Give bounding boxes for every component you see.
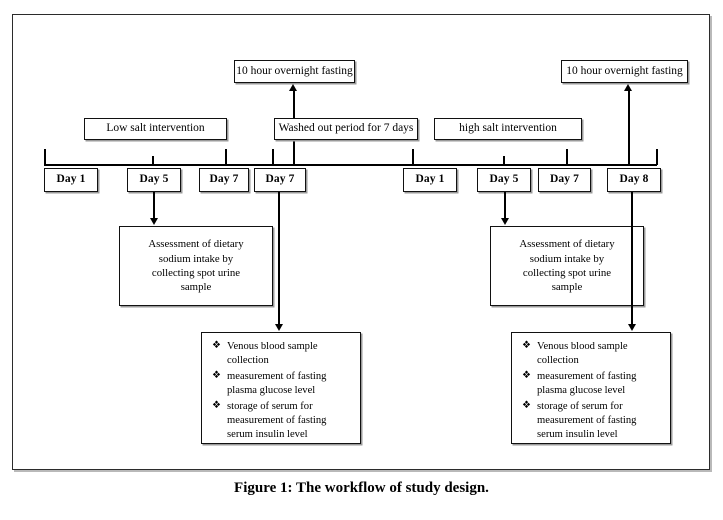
timeline-tick-right-day7 — [566, 149, 568, 165]
day-box-left-3: Day 7 — [199, 168, 249, 192]
assessment-left-line3: collecting spot urine — [151, 267, 241, 279]
connector-day8-to-blood-right — [631, 192, 633, 325]
phase-label-washout: Washed out period for 7 days — [278, 122, 414, 135]
blood-sample-left-item-3: storage of serum for measurement of fast… — [227, 400, 327, 441]
assessment-right-line3: collecting spot urine — [522, 267, 612, 279]
list-item: ❖ measurement of fasting plasma glucose … — [522, 370, 662, 399]
fasting-box-right: 10 hour overnight fasting — [561, 60, 688, 83]
fasting-box-left-label: 10 hour overnight fasting — [236, 64, 353, 77]
day-box-left-1: Day 1 — [44, 168, 98, 192]
arrow-up-fasting-left — [289, 84, 297, 91]
bullet-diamond-icon: ❖ — [212, 369, 221, 381]
arrow-up-fasting-right — [624, 84, 632, 91]
day-box-left-2-label: Day 5 — [139, 173, 169, 186]
day-box-right-3-label: Day 7 — [550, 173, 579, 186]
timeline-tick-left-day7b — [272, 149, 274, 165]
blood-sample-box-right: ❖ Venous blood sample collection ❖ measu… — [511, 332, 671, 444]
blood-sample-left-item-1: Venous blood sample collection — [227, 341, 318, 367]
assessment-box-right: Assessment of dietary sodium intake by c… — [490, 226, 644, 306]
list-item: ❖ storage of serum for measurement of fa… — [522, 400, 662, 443]
list-item: ❖ measurement of fasting plasma glucose … — [212, 370, 352, 399]
connector-day7-to-blood-left — [278, 192, 280, 325]
blood-sample-left-item-2: measurement of fasting plasma glucose le… — [227, 370, 327, 397]
day-box-right-1-label: Day 1 — [415, 173, 445, 186]
assessment-box-left: Assessment of dietary sodium intake by c… — [119, 226, 273, 306]
timeline-tick-right-day8 — [656, 149, 658, 165]
bullet-diamond-icon: ❖ — [212, 399, 221, 411]
day-box-right-2: Day 5 — [477, 168, 531, 192]
day-box-right-4-label: Day 8 — [619, 173, 649, 186]
timeline-tick-left-day5 — [152, 156, 154, 165]
phase-label-low-salt: Low salt intervention — [106, 122, 205, 135]
connector-day5-to-assessment-left — [153, 192, 155, 219]
day-box-left-1-label: Day 1 — [56, 173, 86, 186]
day-box-left-2: Day 5 — [127, 168, 181, 192]
blood-sample-right-list: ❖ Venous blood sample collection ❖ measu… — [522, 340, 662, 443]
list-item: ❖ storage of serum for measurement of fa… — [212, 400, 352, 443]
blood-sample-right-item-3: storage of serum for measurement of fast… — [537, 400, 637, 441]
day-box-right-2-label: Day 5 — [489, 173, 519, 186]
day-box-right-4: Day 8 — [607, 168, 661, 192]
phase-label-high-salt: high salt intervention — [459, 122, 557, 135]
phase-box-washout: Washed out period for 7 days — [274, 118, 418, 140]
day-box-right-3: Day 7 — [538, 168, 591, 192]
timeline-tick-right-day5 — [503, 156, 505, 165]
blood-sample-right-item-2: measurement of fasting plasma glucose le… — [537, 370, 637, 397]
bullet-diamond-icon: ❖ — [212, 340, 221, 351]
timeline-tick-left-day1 — [44, 149, 46, 165]
timeline-axis — [44, 164, 657, 166]
assessment-right-line1: Assessment of dietary — [519, 238, 615, 251]
day-box-left-3-label: Day 7 — [209, 173, 239, 186]
connector-day8-to-fasting-right — [628, 90, 630, 165]
bullet-diamond-icon: ❖ — [522, 369, 531, 381]
day-box-right-1: Day 1 — [403, 168, 457, 192]
blood-sample-right-item-1: Venous blood sample collection — [537, 341, 628, 367]
timeline-tick-right-day1 — [412, 149, 414, 165]
arrow-down-assessment-left — [150, 218, 158, 225]
bullet-diamond-icon: ❖ — [522, 340, 531, 351]
fasting-box-right-label: 10 hour overnight fasting — [566, 64, 683, 77]
assessment-box-left-text: Assessment of dietary sodium intake by c… — [148, 237, 243, 295]
bullet-diamond-icon: ❖ — [522, 399, 531, 411]
figure-caption: Figure 1: The workflow of study design. — [234, 480, 489, 496]
arrow-down-blood-left — [275, 324, 283, 331]
arrow-down-assessment-right — [501, 218, 509, 225]
figure-frame: 10 hour overnight fasting Low salt inter… — [12, 14, 710, 470]
blood-sample-box-left: ❖ Venous blood sample collection ❖ measu… — [201, 332, 361, 444]
day-box-left-4: Day 7 — [254, 168, 306, 192]
phase-box-high-salt: high salt intervention — [434, 118, 582, 140]
list-item: ❖ Venous blood sample collection — [522, 340, 662, 369]
assessment-left-line1: Assessment of dietary — [148, 238, 244, 251]
day-box-left-4-label: Day 7 — [265, 173, 295, 186]
assessment-box-right-text: Assessment of dietary sodium intake by c… — [519, 237, 614, 295]
connector-day5-to-assessment-right — [504, 192, 506, 219]
assessment-right-line4: sample — [551, 281, 583, 294]
fasting-box-left: 10 hour overnight fasting — [234, 60, 355, 83]
arrow-down-blood-right — [628, 324, 636, 331]
assessment-right-line2: sodium intake by — [529, 252, 605, 265]
timeline-tick-left-day7a — [225, 149, 227, 165]
list-item: ❖ Venous blood sample collection — [212, 340, 352, 369]
phase-box-low-salt: Low salt intervention — [84, 118, 227, 140]
blood-sample-left-list: ❖ Venous blood sample collection ❖ measu… — [212, 340, 352, 443]
assessment-left-line2: sodium intake by — [158, 252, 234, 265]
assessment-left-line4: sample — [180, 281, 212, 294]
